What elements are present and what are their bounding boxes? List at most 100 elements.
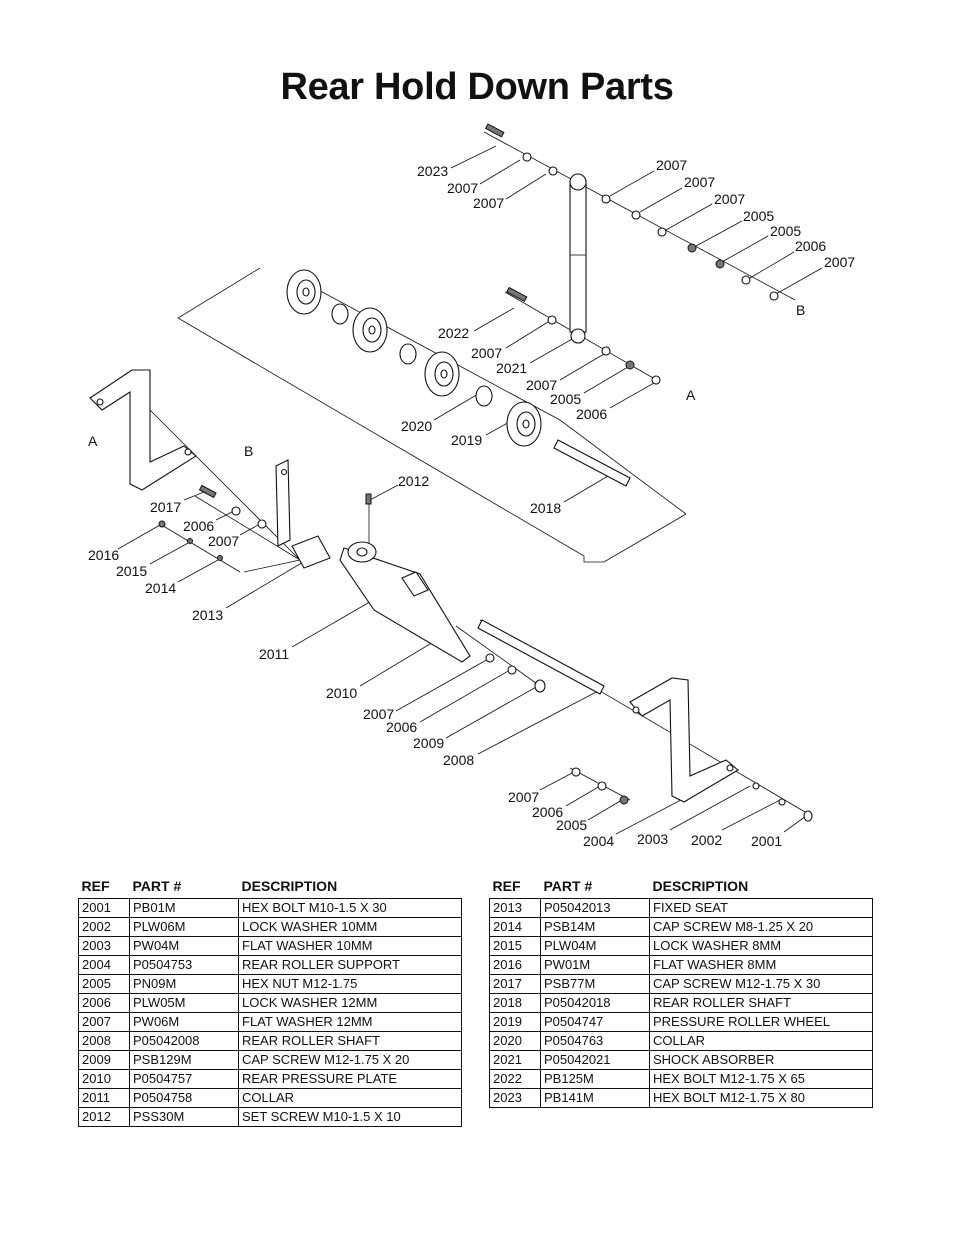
part-cell: PW01M [540,955,650,975]
ref-cell: 2004 [78,955,130,975]
column-header-ref: REF [81,878,110,894]
description-cell: FLAT WASHER 10MM [238,936,462,956]
callout: 2005 [556,817,587,833]
callout: 2007 [526,377,557,393]
part-cell: PB125M [540,1069,650,1089]
callout: 2006 [386,719,417,735]
description-cell: SET SCREW M10-1.5 X 10 [238,1107,462,1127]
callout: 2020 [401,418,432,434]
callout: A [88,433,98,449]
description-cell: CAP SCREW M12-1.75 X 20 [238,1050,462,1070]
description-cell: HEX BOLT M12-1.75 X 65 [649,1069,873,1089]
part-cell: PB01M [129,898,239,918]
callout: A [686,387,696,403]
callout: 2005 [770,223,801,239]
description-cell: PRESSURE ROLLER WHEEL [649,1012,873,1032]
description-cell: LOCK WASHER 12MM [238,993,462,1013]
ref-cell: 2006 [78,993,130,1013]
part-cell: P05042018 [540,993,650,1013]
callout: 2007 [508,789,539,805]
callout: 2013 [192,607,223,623]
callout: 2022 [438,325,469,341]
description-cell: CAP SCREW M8-1.25 X 20 [649,917,873,937]
ref-cell: 2021 [489,1050,541,1070]
callout: 2008 [443,752,474,768]
ref-cell: 2011 [78,1088,130,1108]
ref-cell: 2001 [78,898,130,918]
part-cell: PN09M [129,974,239,994]
part-cell: P0504758 [129,1088,239,1108]
ref-cell: 2020 [489,1031,541,1051]
ref-cell: 2022 [489,1069,541,1089]
part-cell: PLW05M [129,993,239,1013]
part-cell: PSB129M [129,1050,239,1070]
ref-cell: 2014 [489,917,541,937]
ref-cell: 2023 [489,1088,541,1108]
callout: 2005 [743,208,774,224]
callout: 2007 [824,254,855,270]
callout: 2018 [530,500,561,516]
callout: 2014 [145,580,176,596]
ref-cell: 2013 [489,898,541,918]
callout: 2023 [417,163,448,179]
description-cell: COLLAR [649,1031,873,1051]
ref-cell: 2003 [78,936,130,956]
part-cell: P0504763 [540,1031,650,1051]
description-cell: LOCK WASHER 10MM [238,917,462,937]
exploded-parts-diagram: 2023 2007 2007 2007 2007 2007 2005 2005 … [88,123,855,849]
description-cell: REAR ROLLER SHAFT [238,1031,462,1051]
description-cell: SHOCK ABSORBER [649,1050,873,1070]
column-header-description: DESCRIPTION [241,878,338,894]
description-cell: REAR ROLLER SHAFT [649,993,873,1013]
callout: 2007 [363,706,394,722]
part-cell: PSS30M [129,1107,239,1127]
page-title: Rear Hold Down Parts [280,66,674,108]
part-cell: P0504747 [540,1012,650,1032]
callout: 2006 [532,804,563,820]
callout: 2006 [183,518,214,534]
ref-cell: 2016 [489,955,541,975]
callout: 2009 [413,735,444,751]
ref-cell: 2007 [78,1012,130,1032]
callout: 2007 [714,191,745,207]
ref-cell: 2019 [489,1012,541,1032]
callout: B [796,302,805,318]
part-cell: PB141M [540,1088,650,1108]
description-cell: COLLAR [238,1088,462,1108]
part-cell: PLW04M [540,936,650,956]
callout: 2007 [473,195,504,211]
part-cell: P0504753 [129,955,239,975]
part-cell: PSB77M [540,974,650,994]
part-cell: P05042021 [540,1050,650,1070]
ref-cell: 2008 [78,1031,130,1051]
column-header-part: PART # [543,878,593,894]
callout: 2010 [326,685,357,701]
callout: 2019 [451,432,482,448]
column-header-ref: REF [492,878,521,894]
callout: 2021 [496,360,527,376]
ref-cell: 2002 [78,917,130,937]
description-cell: HEX NUT M12-1.75 [238,974,462,994]
ref-cell: 2012 [78,1107,130,1127]
part-cell: P05042008 [129,1031,239,1051]
callout: 2006 [795,238,826,254]
callout: 2017 [150,499,181,515]
callout: 2007 [471,345,502,361]
column-header-description: DESCRIPTION [652,878,749,894]
